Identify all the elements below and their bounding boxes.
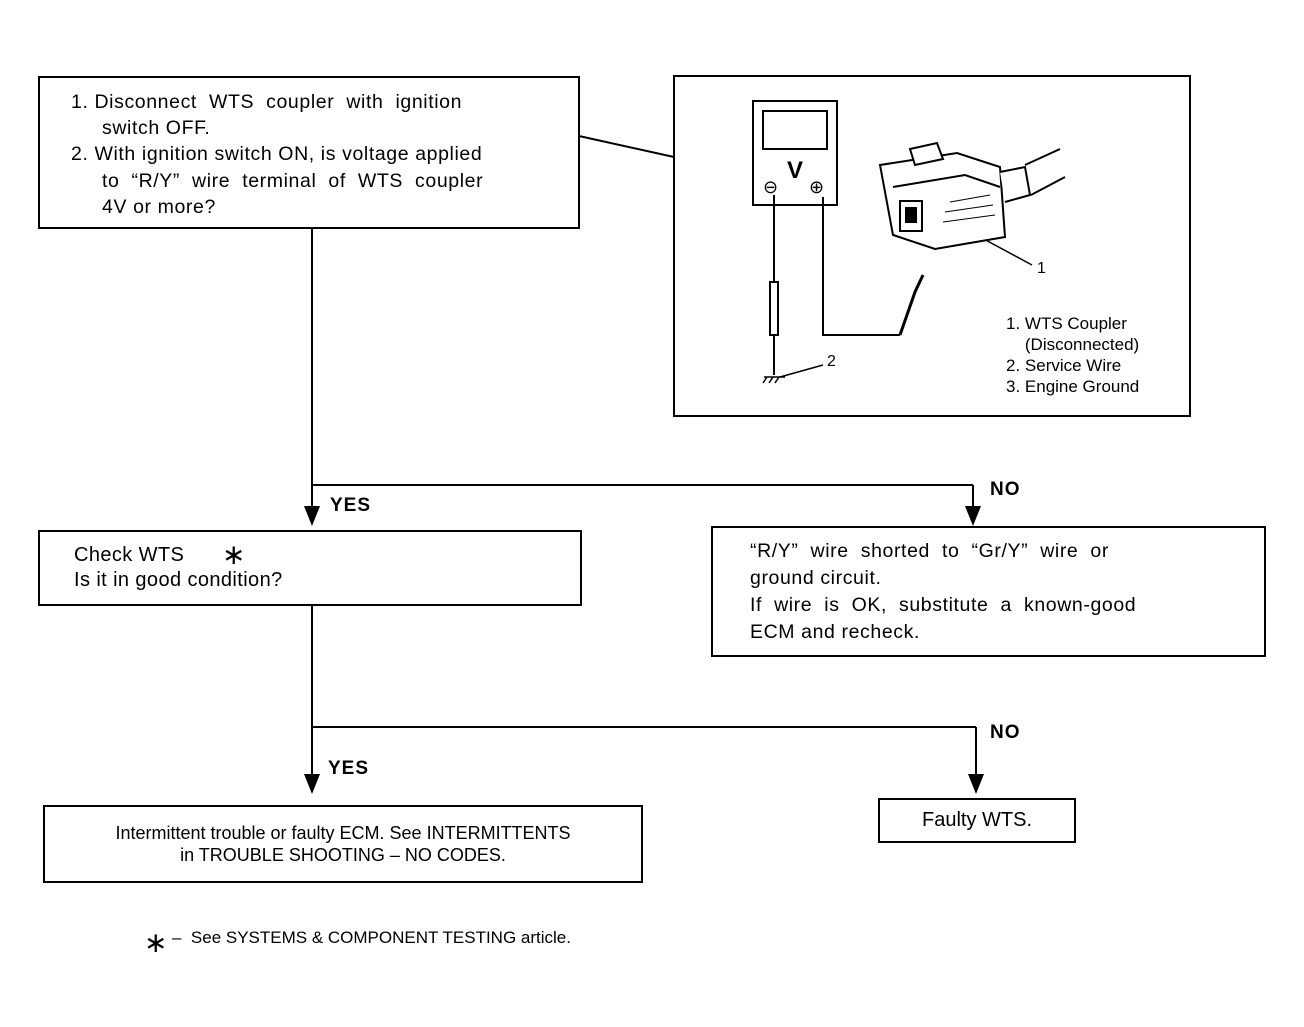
- service-wire-icon: [898, 274, 925, 336]
- step1-line2b: to “R/Y” wire terminal of WTS coupler: [102, 170, 484, 192]
- footnote-asterisk-icon: ∗: [144, 927, 168, 958]
- no-result-1-line4: ECM and recheck.: [750, 621, 920, 643]
- yes-label-2: YES: [328, 758, 370, 779]
- probe-icon: [769, 281, 779, 336]
- wts-coupler-icon: [878, 151, 1007, 251]
- legend-line-2: (Disconnected): [1006, 335, 1140, 354]
- callout-1: 1: [1037, 260, 1046, 277]
- yes-label-1: YES: [330, 495, 372, 516]
- no-result-1-line1: “R/Y” wire shorted to “Gr/Y” wire or: [750, 540, 1109, 562]
- check-wts-box: Check WTS ∗ Is it in good condition?: [38, 530, 582, 606]
- plus-terminal-icon: ⊕: [809, 177, 825, 197]
- step1-line1b: switch OFF.: [102, 117, 211, 139]
- footnote-text: – See SYSTEMS & COMPONENT TESTING articl…: [172, 928, 571, 947]
- yes-result-2-box: Intermittent trouble or faulty ECM. See …: [43, 805, 643, 883]
- callout-line: [578, 135, 675, 158]
- legend-line-3: 2. Service Wire: [1006, 356, 1122, 375]
- ground-icon: [762, 376, 785, 384]
- wts-coupler-drawing: [752, 100, 1066, 384]
- legend-line-1: 1. WTS Coupler: [1006, 314, 1127, 333]
- voltmeter-display: [762, 110, 828, 150]
- step1-box: 1. Disconnect WTS coupler with ignition …: [38, 76, 580, 229]
- no-label-1: NO: [990, 479, 1021, 500]
- arrow-no-2: [968, 774, 984, 794]
- no-result-1-line2: ground circuit.: [750, 567, 882, 589]
- arrow-no-1: [965, 506, 981, 526]
- voltmeter-symbol: V: [787, 157, 804, 184]
- yes-result-2-line2: in TROUBLE SHOOTING – NO CODES.: [180, 845, 506, 865]
- no-result-1-line3: If wire is OK, substitute a known-good: [750, 594, 1137, 616]
- step1-line2c: 4V or more?: [102, 196, 216, 218]
- no-result-2-box: Faulty WTS.: [878, 798, 1076, 843]
- no-result-1-box: “R/Y” wire shorted to “Gr/Y” wire or gro…: [711, 526, 1266, 657]
- yes-result-2-line1: Intermittent trouble or faulty ECM. See …: [115, 823, 571, 843]
- check-wts-line1: Check WTS: [74, 544, 185, 566]
- arrow-yes-2: [304, 774, 320, 794]
- check-wts-line2: Is it in good condition?: [74, 569, 283, 591]
- asterisk-icon: ∗: [222, 539, 246, 570]
- minus-terminal-icon: ⊖: [763, 177, 779, 197]
- illustration-box: V ⊖ ⊕ 1 2 1. WTS Coupler (Disconnected) …: [673, 75, 1191, 417]
- step1-line1a: 1. Disconnect WTS coupler with ignition: [71, 91, 463, 113]
- legend-line-4: 3. Engine Ground: [1006, 377, 1140, 396]
- no-result-2-line1: Faulty WTS.: [921, 809, 1032, 831]
- step1-line2a: 2. With ignition switch ON, is voltage a…: [71, 143, 483, 165]
- callout-2: 2: [827, 353, 836, 370]
- arrow-yes-1: [304, 506, 320, 526]
- no-label-2: NO: [990, 722, 1021, 743]
